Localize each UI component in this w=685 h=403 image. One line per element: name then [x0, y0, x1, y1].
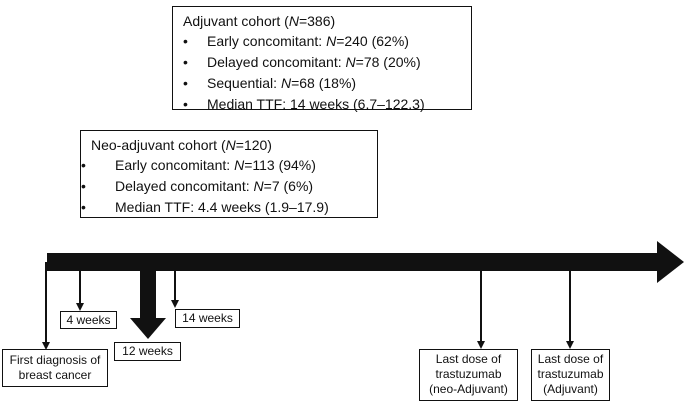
neo-title-suffix: =120)	[235, 137, 272, 153]
item-n: N	[326, 33, 337, 49]
list-item: Delayed concomitant: N=78 (20%)	[183, 52, 471, 73]
adjuvant-title-n: N	[288, 13, 299, 29]
item-text: Delayed concomitant:	[115, 178, 254, 194]
list-item: Median TTF: 4.4 weeks (1.9–17.9)	[81, 197, 377, 218]
item-value: =68 (18%)	[291, 75, 357, 91]
item-n: N	[234, 157, 245, 173]
item-n: N	[253, 178, 264, 194]
item-text: Early concomitant:	[115, 157, 235, 173]
neo-title-prefix: Neo-adjuvant cohort (	[91, 137, 226, 153]
list-item: Sequential: N=68 (18%)	[183, 73, 471, 94]
item-n: N	[280, 75, 292, 91]
neoadjuvant-cohort-title: Neo-adjuvant cohort (N=120)	[91, 135, 377, 155]
four-weeks-label: 4 weeks	[60, 311, 117, 329]
first-diagnosis-label: First diagnosis of breast cancer	[2, 349, 108, 387]
adjuvant-title-prefix: Adjuvant cohort (	[183, 13, 289, 29]
item-text: Median TTF: 4.4 weeks (1.9–17.9)	[115, 199, 329, 215]
neoadjuvant-cohort-list: Early concomitant: N=113 (94%) Delayed c…	[81, 155, 377, 218]
item-text: Median TTF: 14 weeks (6.7–122.3)	[207, 96, 425, 112]
list-item: Delayed concomitant: N=7 (6%)	[81, 176, 377, 197]
item-value: =7 (6%)	[263, 178, 314, 194]
item-n: N	[345, 54, 356, 70]
twelve-weeks-label: 12 weeks	[114, 342, 181, 361]
item-value: =78 (20%)	[355, 54, 421, 70]
list-item: Early concomitant: N=240 (62%)	[183, 31, 471, 52]
adjuvant-cohort-title: Adjuvant cohort (N=386)	[183, 11, 471, 31]
last-dose-neoadjuvant-label: Last dose of trastuzumab (neo-Adjuvant)	[419, 349, 518, 401]
last-dose-adjuvant-label: Last dose of trastuzumab (Adjuvant)	[531, 349, 610, 401]
item-text: Early concomitant:	[207, 33, 327, 49]
list-item: Median TTF: 14 weeks (6.7–122.3)	[183, 94, 471, 115]
adjuvant-title-suffix: =386)	[298, 13, 336, 29]
neo-title-n: N	[225, 137, 236, 153]
neoadjuvant-cohort-box: Neo-adjuvant cohort (N=120) Early concom…	[80, 130, 378, 218]
item-text: Sequential:	[207, 75, 281, 91]
fourteen-weeks-label: 14 weeks	[175, 309, 240, 328]
twelve-weeks-block-arrow	[130, 270, 166, 339]
item-text: Delayed concomitant:	[207, 54, 346, 70]
adjuvant-cohort-list: Early concomitant: N=240 (62%) Delayed c…	[183, 31, 471, 115]
list-item: Early concomitant: N=113 (94%)	[81, 155, 377, 176]
adjuvant-cohort-box: Adjuvant cohort (N=386) Early concomitan…	[172, 6, 472, 115]
item-value: =240 (62%)	[336, 33, 409, 49]
item-value: =113 (94%)	[244, 157, 316, 173]
timeline-main-arrow	[47, 241, 684, 283]
